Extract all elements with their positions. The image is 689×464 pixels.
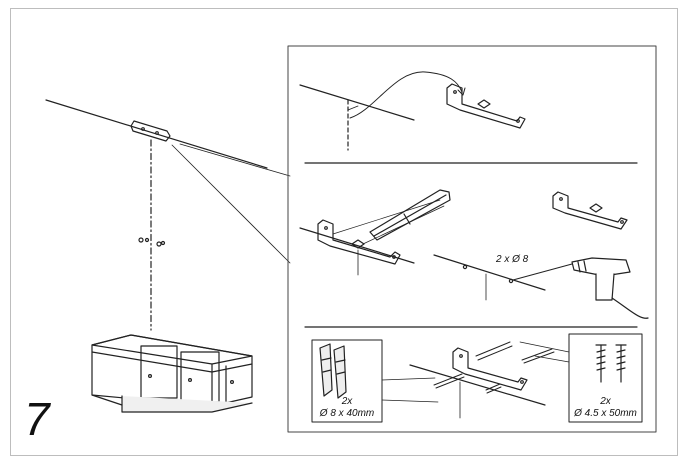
zoom-line-1 <box>171 144 291 264</box>
move-arrow <box>349 71 463 119</box>
plugs-callout-box <box>311 339 383 423</box>
plugs-size-label: Ø 8 x 40mm <box>319 408 375 419</box>
wall-cabinet <box>91 334 253 413</box>
drill-icon <box>512 257 649 319</box>
detail-panel <box>287 45 657 433</box>
bracket-detail-2 <box>552 191 628 230</box>
ceiling-line-drill <box>433 254 546 291</box>
plug-2 <box>485 383 502 394</box>
screw-icons <box>595 344 627 383</box>
screws-callout-box <box>568 333 643 423</box>
overview-bracket <box>130 120 171 142</box>
screws-qty-label: 2x <box>600 396 611 407</box>
screws-size-label: Ø 4.5 x 50mm <box>574 408 637 419</box>
screw-2 <box>521 348 555 364</box>
substep-2 <box>299 189 649 319</box>
overview-drawing <box>45 99 291 413</box>
wall-plug-icons <box>319 343 347 399</box>
screw-1 <box>475 341 513 361</box>
plugs-qty-label: 2x <box>341 396 353 407</box>
step-number: 7 <box>24 393 50 445</box>
substep-3 <box>311 333 643 423</box>
zoom-line-2 <box>179 143 291 177</box>
ceiling-line-fasten <box>409 364 546 406</box>
plug-1 <box>433 373 465 389</box>
substep-1 <box>299 71 526 151</box>
drill-bit-label: 2 x Ø 8 <box>496 254 529 265</box>
overview-screws <box>138 237 166 247</box>
bracket-detail-1 <box>446 83 526 129</box>
bracket-detail-3 <box>452 347 528 391</box>
bracket-marking <box>317 219 401 265</box>
pencil-icon <box>369 189 451 241</box>
